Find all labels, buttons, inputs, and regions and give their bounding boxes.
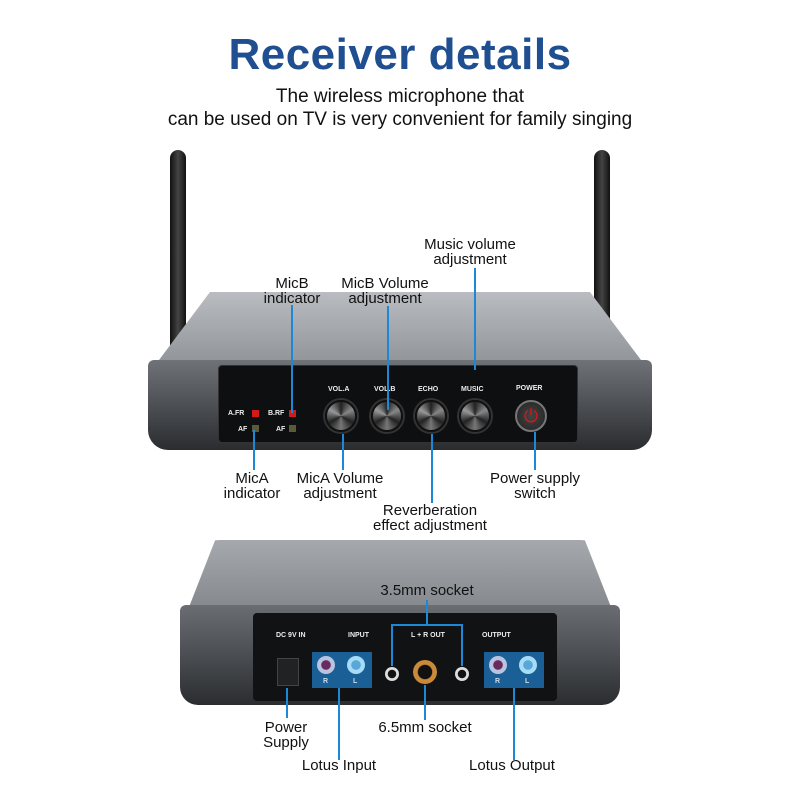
input-r-label: R xyxy=(323,678,329,685)
af-a-led xyxy=(252,425,259,432)
output-l-jack[interactable] xyxy=(519,656,537,674)
callout-line xyxy=(253,430,255,470)
af-a-label: AF xyxy=(238,426,248,433)
output-label: OUTPUT xyxy=(482,632,511,639)
callout-line xyxy=(342,434,344,470)
callout-line xyxy=(391,624,463,626)
callout-line xyxy=(431,434,433,503)
callout-line xyxy=(474,268,476,370)
lr-out-label: L + R OUT xyxy=(411,632,445,639)
b-rf-label: B.RF xyxy=(268,410,285,417)
vol-a-knob[interactable] xyxy=(325,400,357,432)
a-fr-led xyxy=(252,410,259,417)
callout-line xyxy=(391,624,393,666)
a-fr-label: A.FR xyxy=(228,410,245,417)
callout-line xyxy=(534,432,536,470)
lotus-output-callout: Lotus Output xyxy=(469,757,555,774)
callout-line xyxy=(286,688,288,718)
callout-line xyxy=(291,305,293,413)
input-l-jack[interactable] xyxy=(347,656,365,674)
input-r-jack[interactable] xyxy=(317,656,335,674)
page-title: Receiver details xyxy=(228,30,572,79)
power-label: POWER xyxy=(516,385,543,392)
output-r-label: R xyxy=(495,678,501,685)
left-3.5mm-jack[interactable] xyxy=(385,667,399,681)
music-knob[interactable] xyxy=(459,400,491,432)
lotus-input-callout: Lotus Input xyxy=(301,757,377,774)
callout-line xyxy=(461,624,463,666)
input-label: INPUT xyxy=(348,632,369,639)
callout-line xyxy=(387,306,389,410)
vol-a-label: VOL.A xyxy=(328,386,350,393)
callout-line xyxy=(426,600,428,626)
echo-label: ECHO xyxy=(418,386,439,393)
echo-knob[interactable] xyxy=(415,400,447,432)
socket-65-callout: 6.5mm socket xyxy=(378,719,472,736)
callout-line xyxy=(424,685,426,720)
af-b-led xyxy=(289,425,296,432)
vol-b-label: VOL.B xyxy=(374,386,396,393)
right-3.5mm-jack[interactable] xyxy=(455,667,469,681)
af-b-label: AF xyxy=(276,426,286,433)
front-receiver-image: A.FR AF B.RF AF VOL.A VOL.B ECHO MUSIC P… xyxy=(148,150,652,450)
rear-receiver-image: DC 9V IN INPUT L + R OUT OUTPUT R L R L xyxy=(0,530,800,710)
input-l-label: L xyxy=(353,678,358,685)
power-button[interactable]: ⏻ xyxy=(515,400,547,432)
dc-in-label: DC 9V IN xyxy=(276,632,306,639)
subtitle-line-2: can be used on TV is very convenient for… xyxy=(167,109,633,130)
socket-35-callout: 3.5mm socket xyxy=(380,582,474,599)
callout-line xyxy=(513,688,515,760)
6.5mm-jack[interactable] xyxy=(413,660,437,684)
b-rf-led xyxy=(289,410,296,417)
callout-line xyxy=(338,688,340,760)
music-label: MUSIC xyxy=(461,386,484,393)
dc-power-jack[interactable] xyxy=(277,658,299,686)
top-surface xyxy=(150,292,650,372)
output-l-label: L xyxy=(525,678,530,685)
subtitle-line-1: The wireless microphone that xyxy=(275,86,525,107)
output-r-jack[interactable] xyxy=(489,656,507,674)
power-icon: ⏻ xyxy=(523,406,539,426)
